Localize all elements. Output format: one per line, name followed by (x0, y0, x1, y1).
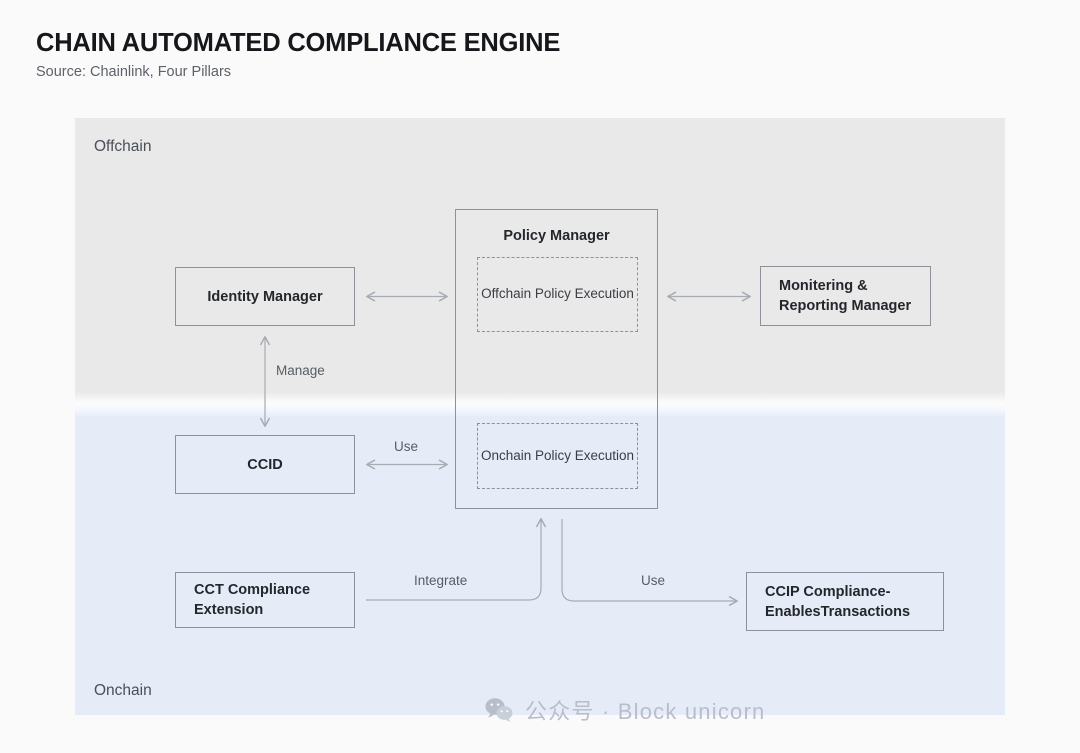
node-ccid-label: CCID (247, 456, 283, 473)
watermark-text: 公众号 · Block unicorn (525, 699, 766, 724)
band-label-onchain: Onchain (94, 682, 152, 699)
node-cct-compliance-extension[interactable]: CCT Compliance Extension (175, 572, 355, 628)
wechat-icon (485, 698, 513, 722)
node-cct-compliance-extension-label: CCT Compliance Extension (194, 582, 311, 618)
page-title: CHAIN AUTOMATED COMPLIANCE ENGINE (36, 29, 561, 57)
node-offchain-policy-execution[interactable]: Offchain Policy Execution (477, 257, 638, 332)
node-identity-manager-label: Identity Manager (207, 288, 323, 305)
band-label-offchain: Offchain (94, 138, 152, 155)
watermark: 公众号 · Block unicorn (484, 694, 765, 726)
node-monitoring-reporting-manager[interactable]: Monitering & Reporting Manager (760, 266, 931, 326)
node-ccip-compliance-enables-transactions-label: CCIP Compliance-EnablesTransactions (765, 583, 911, 620)
band-offchain (75, 118, 1005, 400)
node-ccid[interactable]: CCID (175, 435, 355, 494)
source-caption: Source: Chainlink, Four Pillars (36, 64, 232, 80)
node-onchain-policy-execution[interactable]: Onchain Policy Execution (477, 423, 638, 489)
edge-label-use-ccip: Use (641, 573, 666, 588)
node-identity-manager[interactable]: Identity Manager (175, 267, 355, 326)
node-offchain-policy-execution-label: Offchain Policy Execution (481, 286, 634, 302)
edge-label-integrate: Integrate (414, 573, 468, 588)
edge-label-use-ccid: Use (394, 439, 419, 454)
node-policy-manager[interactable]: Policy Manager Offchain Policy Execution… (455, 209, 658, 509)
node-onchain-policy-execution-label: Onchain Policy Execution (480, 447, 635, 463)
node-ccip-compliance-enables-transactions[interactable]: CCIP Compliance-EnablesTransactions (746, 572, 944, 631)
band-gradient-divider (75, 392, 1005, 418)
node-policy-manager-label: Policy Manager (503, 228, 610, 244)
node-monitoring-reporting-manager-label: Monitering & Reporting Manager (779, 278, 912, 314)
edge-label-manage: Manage (276, 363, 325, 378)
